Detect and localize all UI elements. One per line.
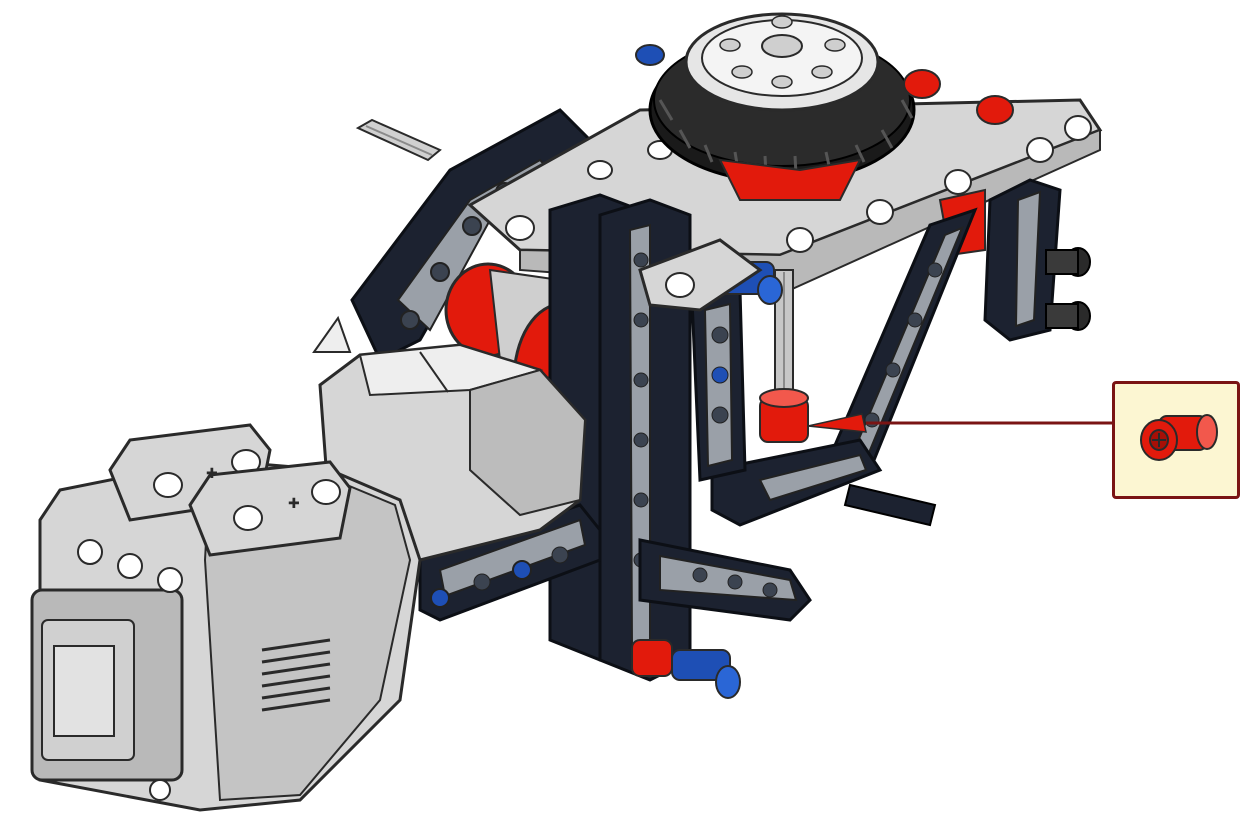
tire-wheel xyxy=(648,12,916,184)
callout-leader xyxy=(807,413,1112,433)
blue-pin-top xyxy=(635,44,665,66)
dark-beam-bottom xyxy=(710,438,937,527)
large-motor: ✚ ✚ xyxy=(30,343,587,812)
vertical-axle xyxy=(759,269,809,443)
cross-hole-mark: ✚ xyxy=(288,496,300,512)
cross-hole-mark: ✚ xyxy=(206,466,218,482)
dark-beam-lower-right xyxy=(638,538,812,622)
red-bushing-right xyxy=(976,95,1014,125)
red-bushing-top xyxy=(903,69,941,99)
axle-left xyxy=(355,118,442,162)
light-beam-mid xyxy=(638,238,763,312)
axle-tip xyxy=(312,315,352,353)
dark-beam-right xyxy=(983,178,1091,342)
dark-beam-lower-left xyxy=(418,503,602,622)
blue-pin-bottom xyxy=(631,639,741,699)
bushing-icon xyxy=(1140,414,1218,461)
parts-callout xyxy=(1112,381,1240,499)
red-gear-under xyxy=(718,158,862,201)
dark-beam-diagonal xyxy=(817,207,978,483)
